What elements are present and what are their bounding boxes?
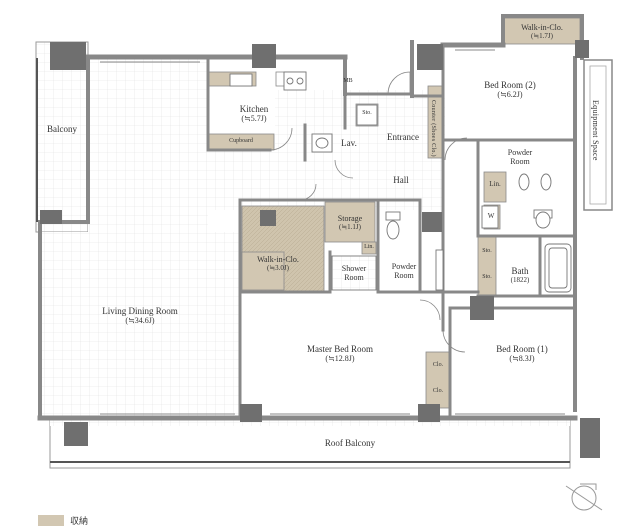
lin-right-label: Lin.: [489, 180, 501, 188]
equipment-space-label: Equipment Space: [591, 100, 600, 161]
roof-balcony-area: [49, 417, 571, 469]
storage-legend-swatch: [38, 515, 64, 526]
room-label-kitchen: Kitchen (≒5.7J): [239, 104, 269, 124]
room-label-walkin-mid: Walk-in-Clo. (≒3.0J): [257, 255, 299, 273]
counter-label: Counter (Shoes Clo.): [430, 100, 436, 157]
room-label-bedroom-1: Bed Room (1) (≒8.3J): [496, 344, 548, 364]
walls: [37, 14, 584, 421]
equipment-space: [583, 59, 613, 211]
room-label-powder-mid: Powder Room: [391, 262, 417, 281]
room-label-bath: Bath (1822): [510, 266, 530, 285]
room-label-storage: Storage (≒1.1J): [337, 214, 363, 232]
balcony-area: [35, 41, 89, 233]
storage-legend-label: 収納: [70, 517, 89, 527]
w-label: W: [487, 212, 495, 220]
entrance-label: Entrance: [387, 132, 419, 142]
legend: 収納: [38, 514, 88, 527]
lin-mid-label: Lin.: [364, 244, 374, 250]
balcony-label: Balcony: [47, 124, 77, 134]
room-label-shower: Shower Room: [341, 264, 367, 283]
doors: [269, 71, 468, 353]
room-label-walkin-top: Walk-in-Clo. (≒1.7J): [521, 23, 563, 41]
mb-label: MB: [343, 78, 353, 84]
tiled-floors: [40, 58, 445, 418]
room-label-living: Living Dining Room (≒34.6J): [102, 306, 178, 326]
cupboard-label: Cupboard: [229, 138, 253, 144]
roof-balcony-label: Roof Balcony: [324, 438, 376, 448]
room-label-master: Master Bed Room (≒12.8J): [307, 344, 373, 364]
hall-label: Hall: [393, 175, 409, 185]
lav-label: Lav.: [341, 138, 357, 148]
sto-a-label: Sto.: [482, 248, 492, 254]
sto-b-label: Sto.: [482, 274, 492, 280]
room-label-powder-right: Powder Room: [507, 148, 533, 167]
room-label-bedroom-2: Bed Room (2) (≒6.2J): [484, 80, 536, 100]
sto-top-label: Sto.: [362, 110, 372, 116]
compass-icon: [565, 483, 603, 511]
structural-columns: [40, 40, 600, 458]
fixtures: [229, 71, 572, 293]
windows: [100, 49, 565, 415]
clo-b-label: Clo.: [432, 388, 444, 394]
clo-a-label: Clo.: [432, 362, 444, 368]
